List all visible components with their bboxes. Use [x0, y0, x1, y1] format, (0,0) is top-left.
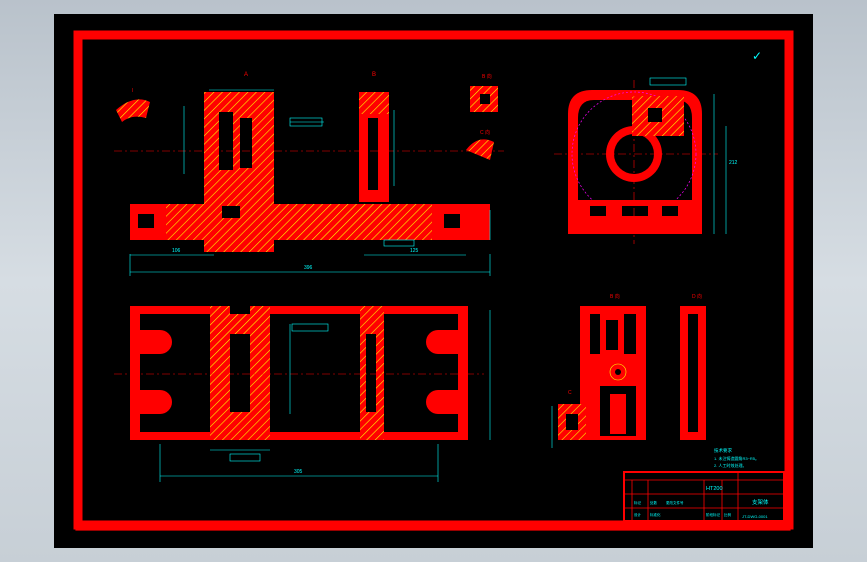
drawing-canvas: 396 106 125 A B I B 向 C 向: [73, 30, 794, 531]
detail-view-1: I: [116, 88, 150, 122]
notes-line-1: 1. 未注铸造圆角R3~R5。: [714, 455, 759, 461]
svg-text:B 向: B 向: [482, 73, 492, 80]
dim-overall-width: 396: [304, 265, 313, 271]
notes-line-2: 2. 人工时效处理。: [714, 462, 746, 468]
dim-right-offset: 125: [410, 248, 419, 254]
title-header-0: 标记: [634, 500, 642, 505]
title-role-4: 比例: [724, 512, 732, 517]
section-d-view: D 向: [680, 293, 706, 440]
detail-view-3: C 向: [466, 129, 494, 160]
title-role-2: 阶段标记: [706, 512, 720, 517]
section-b-view: B 向: [580, 293, 646, 440]
dim-height: 212: [729, 160, 738, 166]
cad-drawing-sheet: 396 106 125 A B I B 向 C 向: [54, 14, 813, 548]
title-role-0: 设计: [634, 512, 642, 517]
dim-left-offset: 106: [172, 248, 181, 254]
dim-base-length: 305: [294, 469, 303, 475]
section-c-view: C: [551, 390, 586, 448]
roughness-mark: ✓: [752, 49, 762, 63]
drawing-number: JT-DWG-0001: [742, 514, 768, 519]
notes-title: 技术要求: [714, 447, 732, 454]
detail-view-2: B 向: [470, 73, 498, 112]
svg-text:B 向: B 向: [610, 293, 620, 300]
part-name: 支架体: [752, 498, 769, 506]
title-header-3: 更改文件号: [666, 500, 684, 505]
top-view: 305: [114, 306, 491, 482]
svg-text:C 向: C 向: [480, 129, 490, 136]
front-section-view: 396 106 125 A B: [114, 72, 504, 276]
front-section-label: B: [372, 72, 376, 78]
front-view-label: A: [244, 72, 248, 78]
technical-notes: 技术要求 1. 未注铸造圆角R3~R5。 2. 人工时效处理。: [714, 447, 759, 468]
svg-text:D 向: D 向: [692, 293, 702, 300]
svg-text:C: C: [568, 390, 572, 396]
title-role-1: 标准化: [650, 512, 661, 517]
inner-border: [73, 30, 794, 530]
title-block: HT200 支架体 JT-DWG-0001 标记 处数 更改文件号 设计 标准化…: [623, 471, 785, 522]
material-label: HT200: [706, 486, 723, 492]
title-header-1: 处数: [650, 500, 658, 505]
side-view: 212: [554, 77, 738, 244]
svg-text:I: I: [132, 88, 133, 94]
